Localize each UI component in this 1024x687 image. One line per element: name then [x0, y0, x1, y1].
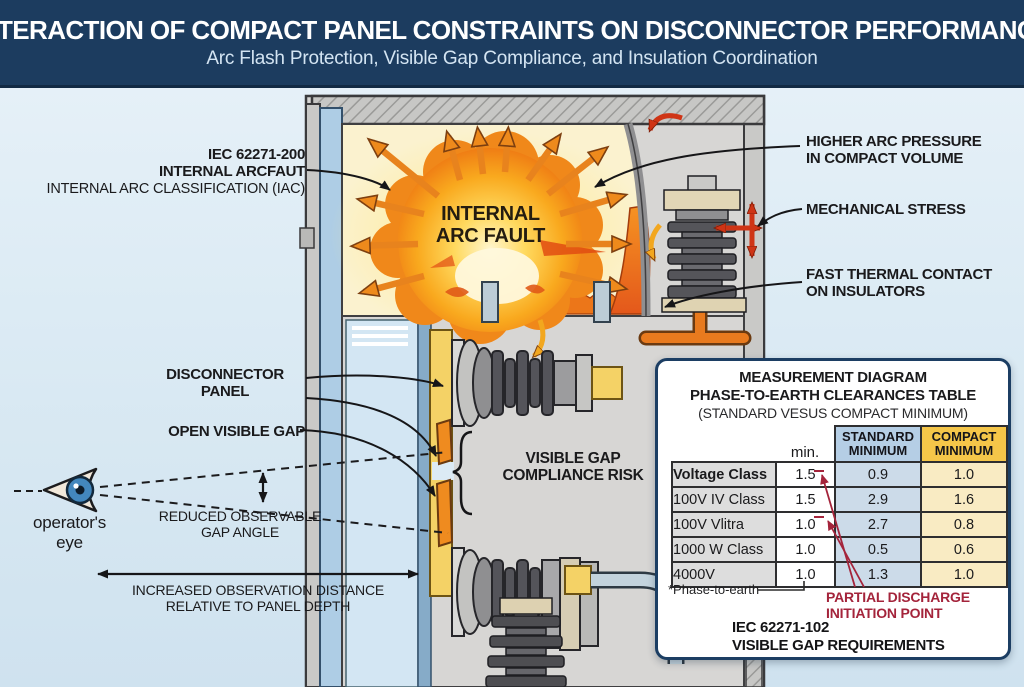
col-header-min: min.	[790, 444, 820, 461]
label-higher-arc-pressure: HIGHER ARC PRESSURE IN COMPACT VOLUME	[806, 133, 982, 167]
label-open-visible-gap: OPEN VISIBLE GAP	[168, 423, 305, 440]
card-title-3: (STANDARD VESUS COMPACT MINIMUM)	[698, 405, 968, 421]
stress-arrows	[647, 113, 760, 259]
table-row: Voltage Class 1.5 0.9 1.0	[671, 461, 1008, 488]
label-reduced-angle: REDUCED OBSERVABLE GAP ANGLE	[158, 508, 322, 540]
door-handle	[299, 227, 315, 249]
hot-gas-duct	[641, 307, 749, 343]
pressure-curl-arrow	[647, 113, 683, 130]
bottom-insulator	[485, 597, 567, 687]
header-banner: INTERACTION OF COMPACT PANEL CONSTRAINTS…	[0, 0, 1024, 88]
col-header-standard: STANDARD MINIMUM	[834, 425, 922, 463]
clearances-table: min. STANDARD MINIMUM COMPACT MINIMUM Vo…	[671, 425, 1008, 588]
label-iec62271-102: IEC 62271-102 VISIBLE GAP REQUIREMENTS	[732, 619, 945, 655]
label-iac: INTERNAL ARC CLASSIFICATION (IAC)	[46, 181, 306, 197]
label-internal-arc-fault: INTERNAL ARC FAULT	[435, 203, 546, 247]
feedthrough-tubes	[481, 281, 611, 356]
label-fast-thermal-contact: FAST THERMAL CONTACT ON INSULATORS	[806, 266, 992, 300]
hatched-top-wall	[310, 94, 766, 126]
table-row: 1000 W Class 1.0 0.5 0.6	[671, 536, 1008, 563]
table-row: 100V IV Class 1.5 2.9 1.6	[671, 486, 1008, 513]
label-partial-discharge: PARTIAL DISCHARGE INITIATION POINT	[826, 589, 970, 621]
label-operators-eye: operator's eye	[32, 513, 107, 552]
card-title-1: MEASUREMENT DIAGRAM	[739, 369, 927, 386]
measurement-card: MEASUREMENT DIAGRAM PHASE-TO-EARTH CLEAR…	[655, 358, 1011, 660]
label-mechanical-stress: MECHANICAL STRESS	[806, 201, 966, 218]
label-increased-distance: INCREASED OBSERVATION DISTANCE RELATIVE …	[131, 582, 384, 614]
eye-icon	[14, 467, 98, 513]
label-iec62271-200: IEC 62271-200 INTERNAL ARCFAUT	[20, 146, 305, 180]
footnote-phase-to-earth: *Phase-to-earth	[668, 582, 760, 597]
upper-bushing	[451, 339, 623, 427]
table-row: 100V Vlitra 1.0 2.7 0.8	[671, 511, 1008, 538]
front-window	[345, 319, 419, 687]
col-header-compact: COMPACT MINIMUM	[920, 425, 1008, 463]
card-title-2: PHASE-TO-EARTH CLEARANCES TABLE	[690, 387, 976, 404]
iec200-line2: INTERNAL ARCFAUT	[158, 163, 305, 180]
iec102-line2: VISIBLE GAP REQUIREMENTS	[732, 637, 945, 654]
visible-gap	[432, 462, 454, 480]
label-disconnector-panel: DISCONNECTOR PANEL	[166, 366, 284, 400]
iec200-line1: IEC 62271-200	[207, 146, 305, 163]
page-subtitle: Arc Flash Protection, Visible Gap Compli…	[206, 48, 818, 69]
leader-lines	[299, 145, 803, 497]
pressure-arrows	[356, 132, 626, 292]
gap-brace	[452, 430, 473, 516]
support-insulator	[661, 175, 747, 313]
sight-lines	[99, 451, 449, 534]
label-visible-gap-risk: VISIBLE GAP COMPLIANCE RISK	[502, 450, 644, 484]
iec102-line1: IEC 62271-102	[732, 619, 830, 636]
contact-blades	[432, 418, 473, 548]
page-title: INTERACTION OF COMPACT PANEL CONSTRAINTS…	[0, 15, 1024, 45]
